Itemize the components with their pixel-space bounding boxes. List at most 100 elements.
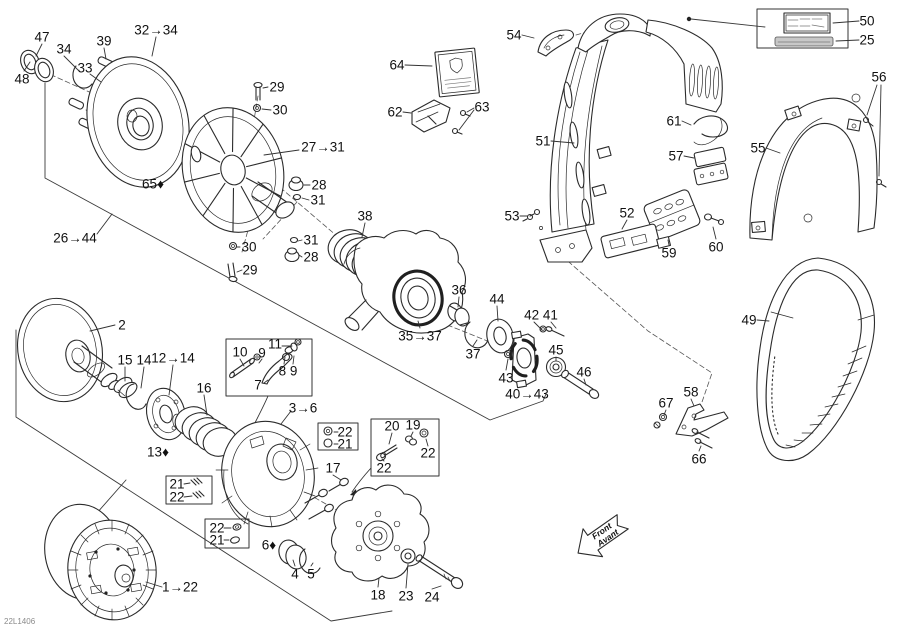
leader-line-4 bbox=[292, 559, 296, 567]
document-code: 22L1406 bbox=[4, 617, 36, 626]
callout-15: 15 bbox=[117, 353, 132, 368]
callout-58: 58 bbox=[683, 385, 698, 400]
leader-line-50 bbox=[832, 20, 860, 24]
handle-54 bbox=[537, 29, 575, 57]
leader-line-55 bbox=[765, 147, 781, 154]
leader-line-29 bbox=[236, 269, 243, 273]
callout-40-43: 40→43 bbox=[505, 387, 549, 402]
leader-line-48 bbox=[23, 61, 31, 72]
bushing-4 bbox=[278, 539, 307, 570]
callout-45: 45 bbox=[548, 343, 563, 358]
leader-line-31 bbox=[301, 197, 310, 201]
callout-18: 18 bbox=[370, 588, 385, 603]
callout-9: 9 bbox=[258, 346, 266, 361]
leader-line-19 bbox=[410, 431, 414, 437]
leader-line-47 bbox=[35, 43, 43, 57]
leader-line-7 bbox=[263, 379, 269, 384]
screws-63 bbox=[451, 109, 471, 135]
drive-belt-49 bbox=[756, 257, 876, 462]
callout-38: 38 bbox=[357, 209, 372, 224]
callout-22: 22 bbox=[420, 446, 435, 461]
callout-64: 64 bbox=[389, 58, 405, 73]
spider-18 bbox=[330, 484, 430, 582]
callout-2: 2 bbox=[118, 318, 126, 333]
lever-arm-box bbox=[225, 338, 313, 438]
leader-line-49 bbox=[756, 319, 770, 322]
callout-59: 59 bbox=[661, 246, 676, 261]
leader-line-39 bbox=[103, 47, 107, 60]
leader-line-44 bbox=[496, 305, 499, 322]
callout-37: 37 bbox=[465, 347, 480, 362]
hardware-box-22-21-a bbox=[317, 422, 359, 451]
slider-bracket-62 bbox=[411, 99, 451, 133]
callout-12-14: 12→14 bbox=[151, 351, 195, 366]
circlip-37 bbox=[464, 321, 489, 349]
callout-46: 46 bbox=[576, 365, 591, 380]
callout-57: 57 bbox=[668, 149, 683, 164]
leader-line-66 bbox=[698, 445, 702, 452]
circlip-34 bbox=[72, 65, 93, 89]
callout-14: 14 bbox=[136, 353, 152, 368]
hardware-box-22-21-c bbox=[204, 518, 250, 549]
screws-56 bbox=[803, 93, 887, 223]
callout-50: 50 bbox=[859, 14, 874, 29]
leader-line-38 bbox=[361, 222, 366, 238]
leader-line-51 bbox=[550, 140, 575, 144]
support-bracket-58 bbox=[675, 403, 729, 437]
callout-21: 21 bbox=[209, 533, 224, 548]
fixed-half-disc-2 bbox=[16, 297, 120, 403]
callout-61: 61 bbox=[666, 114, 681, 129]
warning-decal-64 bbox=[434, 47, 480, 98]
leader-line-67 bbox=[663, 409, 667, 416]
leader-line-63 bbox=[458, 109, 475, 131]
bushing-36 bbox=[447, 302, 470, 327]
leader-line-33 bbox=[89, 73, 102, 83]
leader-line-27-31 bbox=[263, 149, 300, 156]
washer-30-top bbox=[252, 103, 262, 113]
leader-line-24 bbox=[431, 585, 442, 590]
leader-line-52 bbox=[621, 219, 628, 230]
hardware-box-20-19-22 bbox=[350, 418, 440, 496]
callout-8-9: 8 9 bbox=[279, 364, 298, 379]
leader-line-8-9 bbox=[283, 356, 286, 365]
leader-line-1-22 bbox=[145, 581, 163, 588]
callout-62: 62 bbox=[387, 105, 402, 120]
callout-36: 36 bbox=[451, 283, 466, 298]
leader-line-17 bbox=[332, 474, 342, 481]
callout-30: 30 bbox=[241, 240, 256, 255]
callout-22: 22 bbox=[376, 461, 391, 476]
callout-16: 16 bbox=[196, 381, 211, 396]
leader-line-35-37 bbox=[417, 320, 421, 329]
leader-line-32-34 bbox=[151, 36, 157, 57]
leader-line-54 bbox=[521, 34, 535, 39]
leader-line-30 bbox=[261, 108, 272, 111]
washer-23 bbox=[400, 548, 416, 564]
leader-line-31 bbox=[297, 239, 303, 242]
assembled-clutch bbox=[44, 503, 157, 621]
leader-line-22 bbox=[425, 438, 429, 447]
leader-line-18 bbox=[377, 577, 380, 588]
leader-line-57 bbox=[683, 155, 695, 159]
callout-55: 55 bbox=[750, 141, 765, 156]
hardware-box-21-22-b bbox=[165, 475, 213, 505]
callout-66: 66 bbox=[691, 452, 706, 467]
group-outline-lines bbox=[15, 16, 766, 622]
leader-line-62 bbox=[402, 111, 412, 114]
callout-52: 52 bbox=[619, 206, 634, 221]
callout-44: 44 bbox=[489, 292, 505, 307]
leader-line-43 bbox=[505, 358, 509, 371]
front-direction-arrow: Front Avant bbox=[577, 514, 629, 558]
roller-28a-washer-31a bbox=[288, 176, 304, 201]
leader-line-12-14 bbox=[168, 364, 174, 396]
callout-67: 67 bbox=[658, 396, 673, 411]
callout-21: 21 bbox=[337, 437, 352, 452]
callout-26-44: 26→44 bbox=[53, 231, 97, 246]
leader-line-42-41 bbox=[550, 321, 557, 329]
leader-line-37 bbox=[472, 339, 478, 347]
callout-19: 19 bbox=[405, 418, 420, 433]
callout-22: 22 bbox=[209, 521, 224, 536]
leader-line-26-44 bbox=[96, 213, 113, 235]
callout-5: 5 bbox=[307, 567, 315, 582]
leader-line-5 bbox=[310, 562, 314, 567]
fixed-sheave-disc bbox=[86, 56, 190, 188]
